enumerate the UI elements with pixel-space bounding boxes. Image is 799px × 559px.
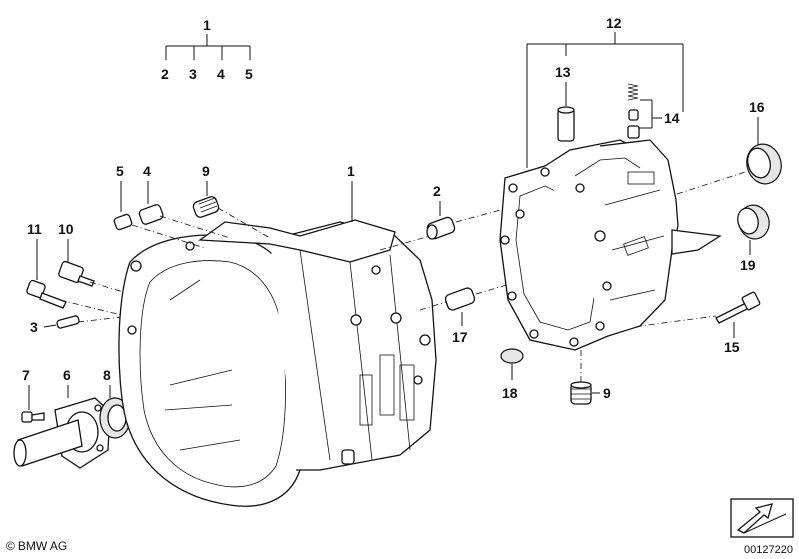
part-11-sensor: [26, 279, 67, 309]
part-3-pin: [56, 315, 80, 329]
callout-4-top: 4: [217, 66, 225, 82]
part-17-sleeve: [444, 287, 476, 311]
part-1-transmission-housing: [118, 219, 437, 507]
callout-19: 19: [740, 257, 756, 273]
part-15-bolt: [715, 291, 761, 324]
part-14-spring-detent: [627, 83, 640, 139]
callout-9-lower: 9: [603, 385, 611, 401]
callout-4-left: 4: [143, 163, 151, 179]
callout-9-upper: 9: [202, 163, 210, 179]
view-direction-icon: [730, 498, 794, 538]
part-6-guide-sleeve: [13, 397, 111, 469]
part-18-plug-cap: [500, 348, 524, 364]
part-19-seal-ring: [737, 204, 770, 240]
callout-3-left: 3: [30, 319, 38, 335]
callout-2-sleeve: 2: [433, 183, 441, 199]
callout-5-left: 5: [116, 163, 124, 179]
callout-17: 17: [452, 329, 468, 345]
part-10-switch: [58, 260, 95, 287]
callout-16: 16: [749, 99, 765, 115]
callout-18: 18: [502, 385, 518, 401]
callout-3-top: 3: [189, 66, 197, 82]
callout-tree-1: 1 2 3 4 5: [161, 17, 253, 82]
callout-12: 12: [606, 15, 622, 31]
callout-15: 15: [724, 339, 740, 355]
callout-6: 6: [63, 367, 71, 383]
part-16-seal-ring: [746, 143, 782, 185]
part-13-pin: [557, 106, 575, 142]
part-9-plug-lower: [570, 381, 592, 405]
copyright-footer: © BMW AG: [6, 539, 67, 553]
callout-1-housing: 1: [347, 163, 355, 179]
callout-11: 11: [27, 221, 42, 237]
callout-7: 7: [22, 367, 30, 383]
brand-label: BMW AG: [17, 539, 68, 553]
part-4-sleeve: [138, 204, 164, 225]
callout-10: 10: [58, 221, 74, 237]
callout-1-top: 1: [203, 17, 211, 33]
callout-14: 14: [664, 110, 680, 126]
part-12-extension-housing: [499, 139, 722, 351]
diagram-number: 00127220: [744, 544, 793, 556]
part-7-screw: [21, 411, 45, 423]
callout-13: 13: [555, 64, 571, 80]
part-5-dowel: [113, 213, 133, 231]
part-9-plug-upper: [192, 196, 220, 218]
copyright-symbol: ©: [6, 539, 15, 553]
callout-2-top: 2: [161, 66, 169, 82]
callout-5-top: 5: [245, 66, 253, 82]
callout-8: 8: [103, 367, 111, 383]
part-2-sleeve: [426, 216, 456, 240]
callout-tree-12: 12 13 14: [526, 15, 684, 168]
